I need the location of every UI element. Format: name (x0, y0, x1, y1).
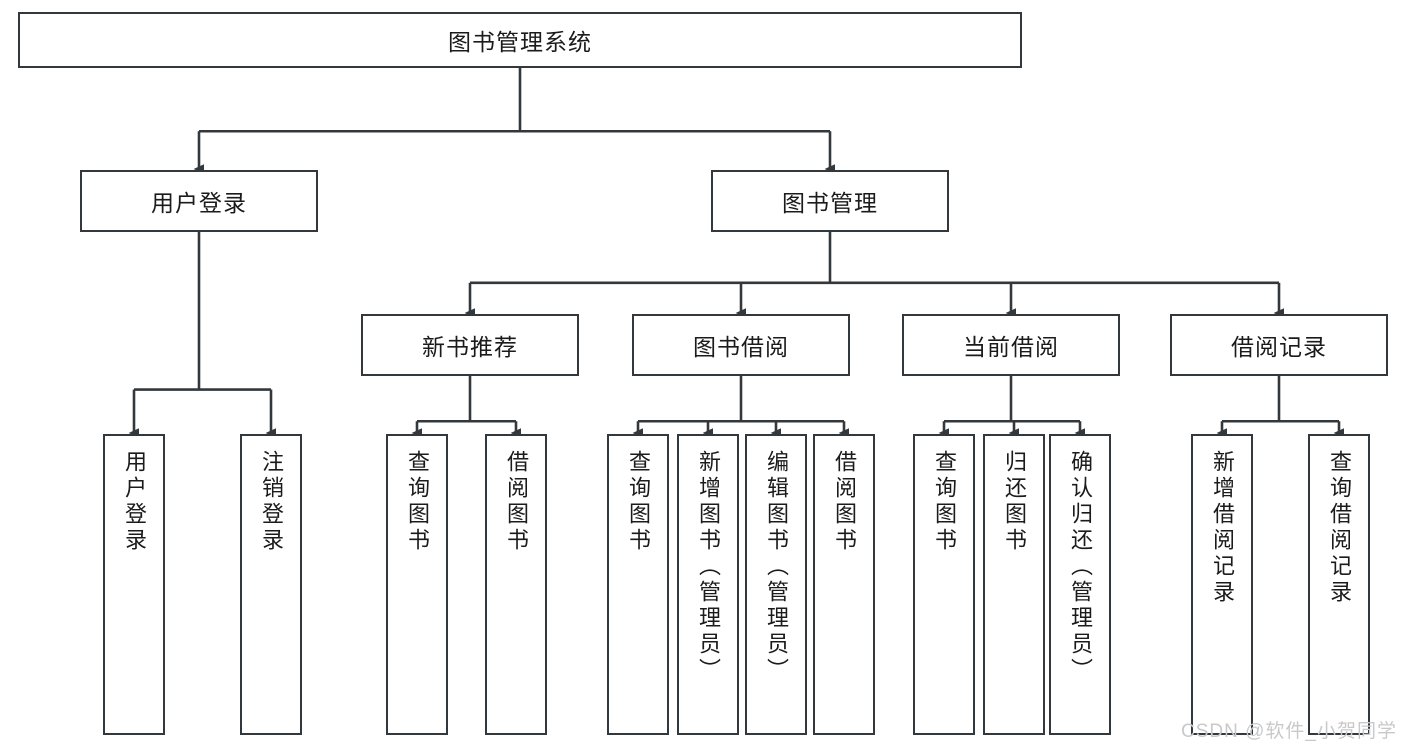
node-leaf-edit-book[interactable]: 编辑图书（管理员） (745, 434, 807, 735)
node-label: 新增图书（管理员） (696, 450, 721, 684)
node-label: 用户登录 (122, 450, 147, 554)
node-root[interactable]: 图书管理系统 (18, 12, 1022, 68)
node-label: 新增借阅记录 (1210, 450, 1235, 606)
node-leaf-user-login[interactable]: 用户登录 (103, 434, 165, 735)
node-label: 查询借阅记录 (1327, 450, 1352, 606)
node-label: 图书管理系统 (448, 29, 592, 55)
node-leaf-borrow-book-rec[interactable]: 借阅图书 (485, 434, 547, 735)
node-label: 借阅图书 (832, 450, 857, 554)
node-book-manage[interactable]: 图书管理 (711, 170, 949, 232)
node-label: 归还图书 (1002, 450, 1027, 554)
node-label: 注销登录 (259, 450, 284, 554)
node-user-login[interactable]: 用户登录 (80, 170, 318, 232)
node-label: 图书借阅 (693, 334, 789, 360)
node-label: 新书推荐 (422, 334, 518, 360)
node-leaf-query-book-rec[interactable]: 查询图书 (386, 434, 448, 735)
node-label: 借阅图书 (504, 450, 529, 554)
watermark-text: CSDN @软件_小贺同学 (1181, 721, 1397, 742)
node-label: 用户登录 (151, 190, 247, 216)
node-borrow-record[interactable]: 借阅记录 (1170, 314, 1388, 376)
node-label: 查询图书 (932, 450, 957, 554)
node-leaf-query-book-cur[interactable]: 查询图书 (913, 434, 975, 735)
node-leaf-borrow-book[interactable]: 借阅图书 (813, 434, 875, 735)
node-leaf-add-record[interactable]: 新增借阅记录 (1191, 434, 1253, 735)
node-label: 编辑图书（管理员） (764, 450, 789, 684)
node-current-borrow[interactable]: 当前借阅 (902, 314, 1120, 376)
node-label: 查询图书 (405, 450, 430, 554)
node-new-book-rec[interactable]: 新书推荐 (361, 314, 579, 376)
node-leaf-logout[interactable]: 注销登录 (240, 434, 302, 735)
node-book-borrow[interactable]: 图书借阅 (632, 314, 850, 376)
node-leaf-query-record[interactable]: 查询借阅记录 (1308, 434, 1370, 735)
node-label: 图书管理 (782, 190, 878, 216)
node-label: 查询图书 (626, 450, 651, 554)
node-label: 确认归还（管理员） (1068, 450, 1093, 684)
node-leaf-return-book[interactable]: 归还图书 (983, 434, 1045, 735)
node-leaf-query-book[interactable]: 查询图书 (607, 434, 669, 735)
node-label: 借阅记录 (1231, 334, 1327, 360)
node-leaf-add-book[interactable]: 新增图书（管理员） (677, 434, 739, 735)
node-label: 当前借阅 (963, 334, 1059, 360)
node-leaf-confirm-return[interactable]: 确认归还（管理员） (1049, 434, 1111, 735)
